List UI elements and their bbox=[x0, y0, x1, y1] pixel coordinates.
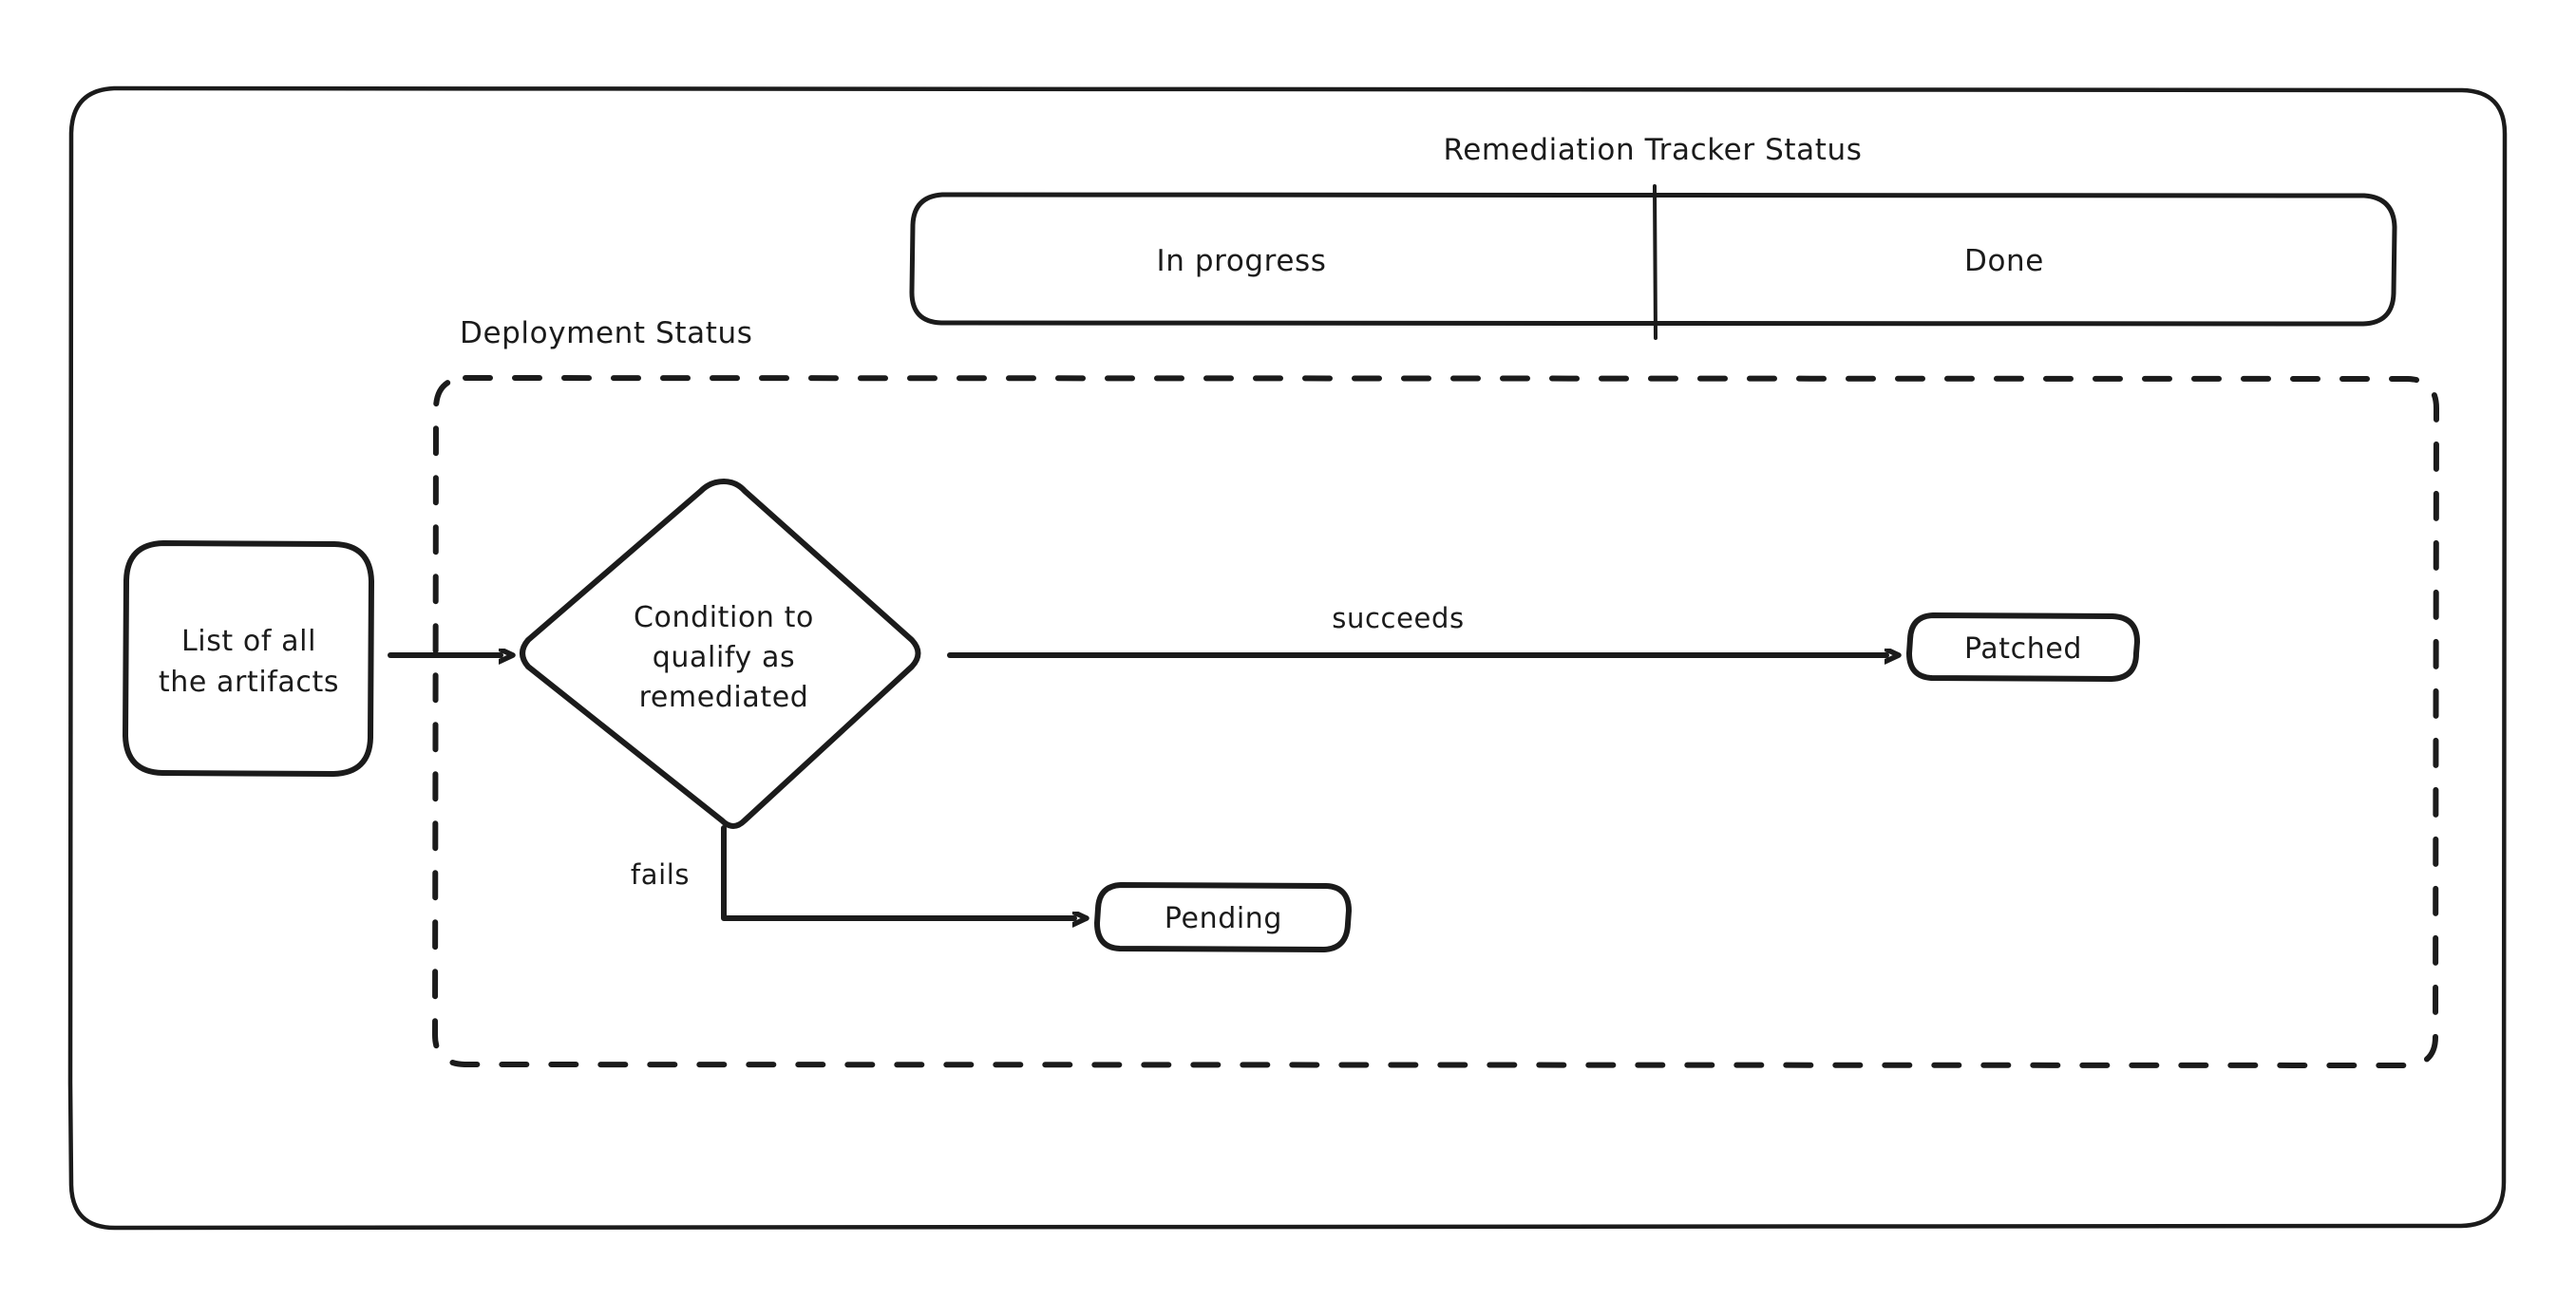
node-pending[interactable] bbox=[1094, 882, 1352, 952]
diagram-title: Remediation Tracker Status bbox=[1443, 133, 1862, 167]
deployment-status-container bbox=[432, 375, 2439, 1068]
tracker-divider bbox=[1653, 184, 1657, 340]
section-label-deployment-status: Deployment Status bbox=[460, 316, 752, 350]
outer-frame bbox=[67, 85, 2508, 1231]
node-list-of-artifacts-label-line2: the artifacts bbox=[159, 666, 339, 699]
edge-condition-to-pending bbox=[721, 825, 1074, 918]
node-condition-label-line1: Condition to bbox=[634, 601, 814, 634]
node-list-of-artifacts[interactable] bbox=[123, 540, 374, 777]
tracker-segment-done[interactable]: Done bbox=[1964, 244, 2044, 278]
node-patched[interactable] bbox=[1906, 612, 2140, 682]
node-condition-label-line3: remediated bbox=[639, 681, 809, 714]
node-condition-diamond[interactable] bbox=[520, 479, 921, 829]
tracker-segment-in-progress[interactable]: In progress bbox=[1156, 244, 1326, 278]
node-condition-label-line2: qualify as bbox=[653, 641, 795, 674]
node-pending-label: Pending bbox=[1165, 902, 1282, 935]
tracker-status-bar bbox=[909, 184, 2397, 340]
edge-label-fails: fails bbox=[631, 858, 690, 891]
node-list-of-artifacts-label-line1: List of all bbox=[181, 625, 316, 658]
edge-label-succeeds: succeeds bbox=[1332, 602, 1464, 634]
node-patched-label: Patched bbox=[1964, 632, 2082, 666]
